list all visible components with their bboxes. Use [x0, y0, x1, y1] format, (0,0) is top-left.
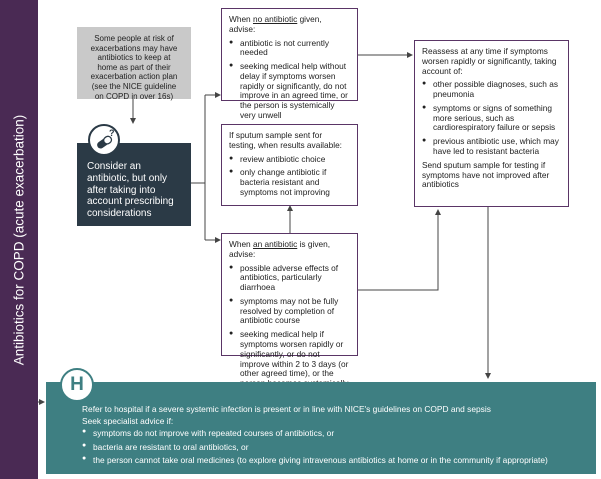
hospital-line-1: Refer to hospital if a severe systemic i… — [82, 404, 491, 414]
reassess-box: Reassess at any time if symptoms worsen … — [414, 40, 569, 207]
list-item: only change antibiotic if bacteria resis… — [229, 167, 350, 197]
reassess-footer: Send sputum sample for testing if sympto… — [422, 159, 550, 190]
home-antibiotics-note: Some people at risk of exacerbations may… — [77, 27, 191, 101]
no-antibiotic-emphasis: no antibiotic — [252, 14, 298, 24]
hospital-referral-box: Refer to hospital if a severe systemic i… — [46, 382, 596, 474]
list-item: the person cannot take oral medicines (t… — [82, 454, 584, 466]
hospital-line-2: Seek specialist advice if: — [82, 416, 174, 427]
consider-antibiotic-text: Consider an antibiotic, but only after t… — [87, 161, 174, 220]
list-item: other possible diagnoses, such as pneumo… — [422, 80, 561, 100]
home-antibiotics-text: Some people at risk of exacerbations may… — [90, 34, 178, 101]
list-item: possible adverse effects of antibiotics,… — [229, 263, 350, 293]
no-antibiotic-box: When no antibiotic given, advise: antibi… — [221, 8, 358, 120]
consider-antibiotic-box: Consider an antibiotic, but only after t… — [77, 143, 191, 226]
antibiotic-given-emphasis: an antibiotic — [252, 239, 298, 249]
list-item: bacteria are resistant to oral antibioti… — [82, 441, 584, 453]
hospital-letter: H — [70, 374, 84, 395]
list-item: symptoms do not improve with repeated co… — [82, 427, 584, 439]
list-item: symptoms or signs of something more seri… — [422, 103, 561, 133]
list-item: review antibiotic choice — [229, 154, 350, 165]
list-item: previous antibiotic use, which may have … — [422, 136, 561, 157]
arrow-given-to-reassess — [358, 209, 441, 291]
antibiotic-given-title: When an antibiotic is given, advise: — [229, 239, 331, 259]
sputum-title: If sputum sample sent for testing, when … — [229, 130, 342, 150]
list-item: symptoms may not be fully resolved by co… — [229, 296, 350, 326]
sidebar: Antibiotics for COPD (acute exacerbation… — [0, 0, 38, 479]
antibiotic-given-box: When an antibiotic is given, advise: pos… — [221, 233, 358, 398]
reassess-title: Reassess at any time if symptoms worsen … — [422, 46, 557, 76]
list-item: seeking medical help without delay if sy… — [229, 61, 350, 121]
pill-question-icon: ? — [88, 124, 120, 156]
no-antibiotic-title: When no antibiotic given, advise: — [229, 14, 322, 34]
list-item: antibiotic is not currently needed — [229, 38, 350, 59]
sputum-results-box: If sputum sample sent for testing, when … — [221, 124, 358, 206]
hospital-icon: H — [60, 368, 94, 402]
svg-text:?: ? — [109, 128, 115, 138]
